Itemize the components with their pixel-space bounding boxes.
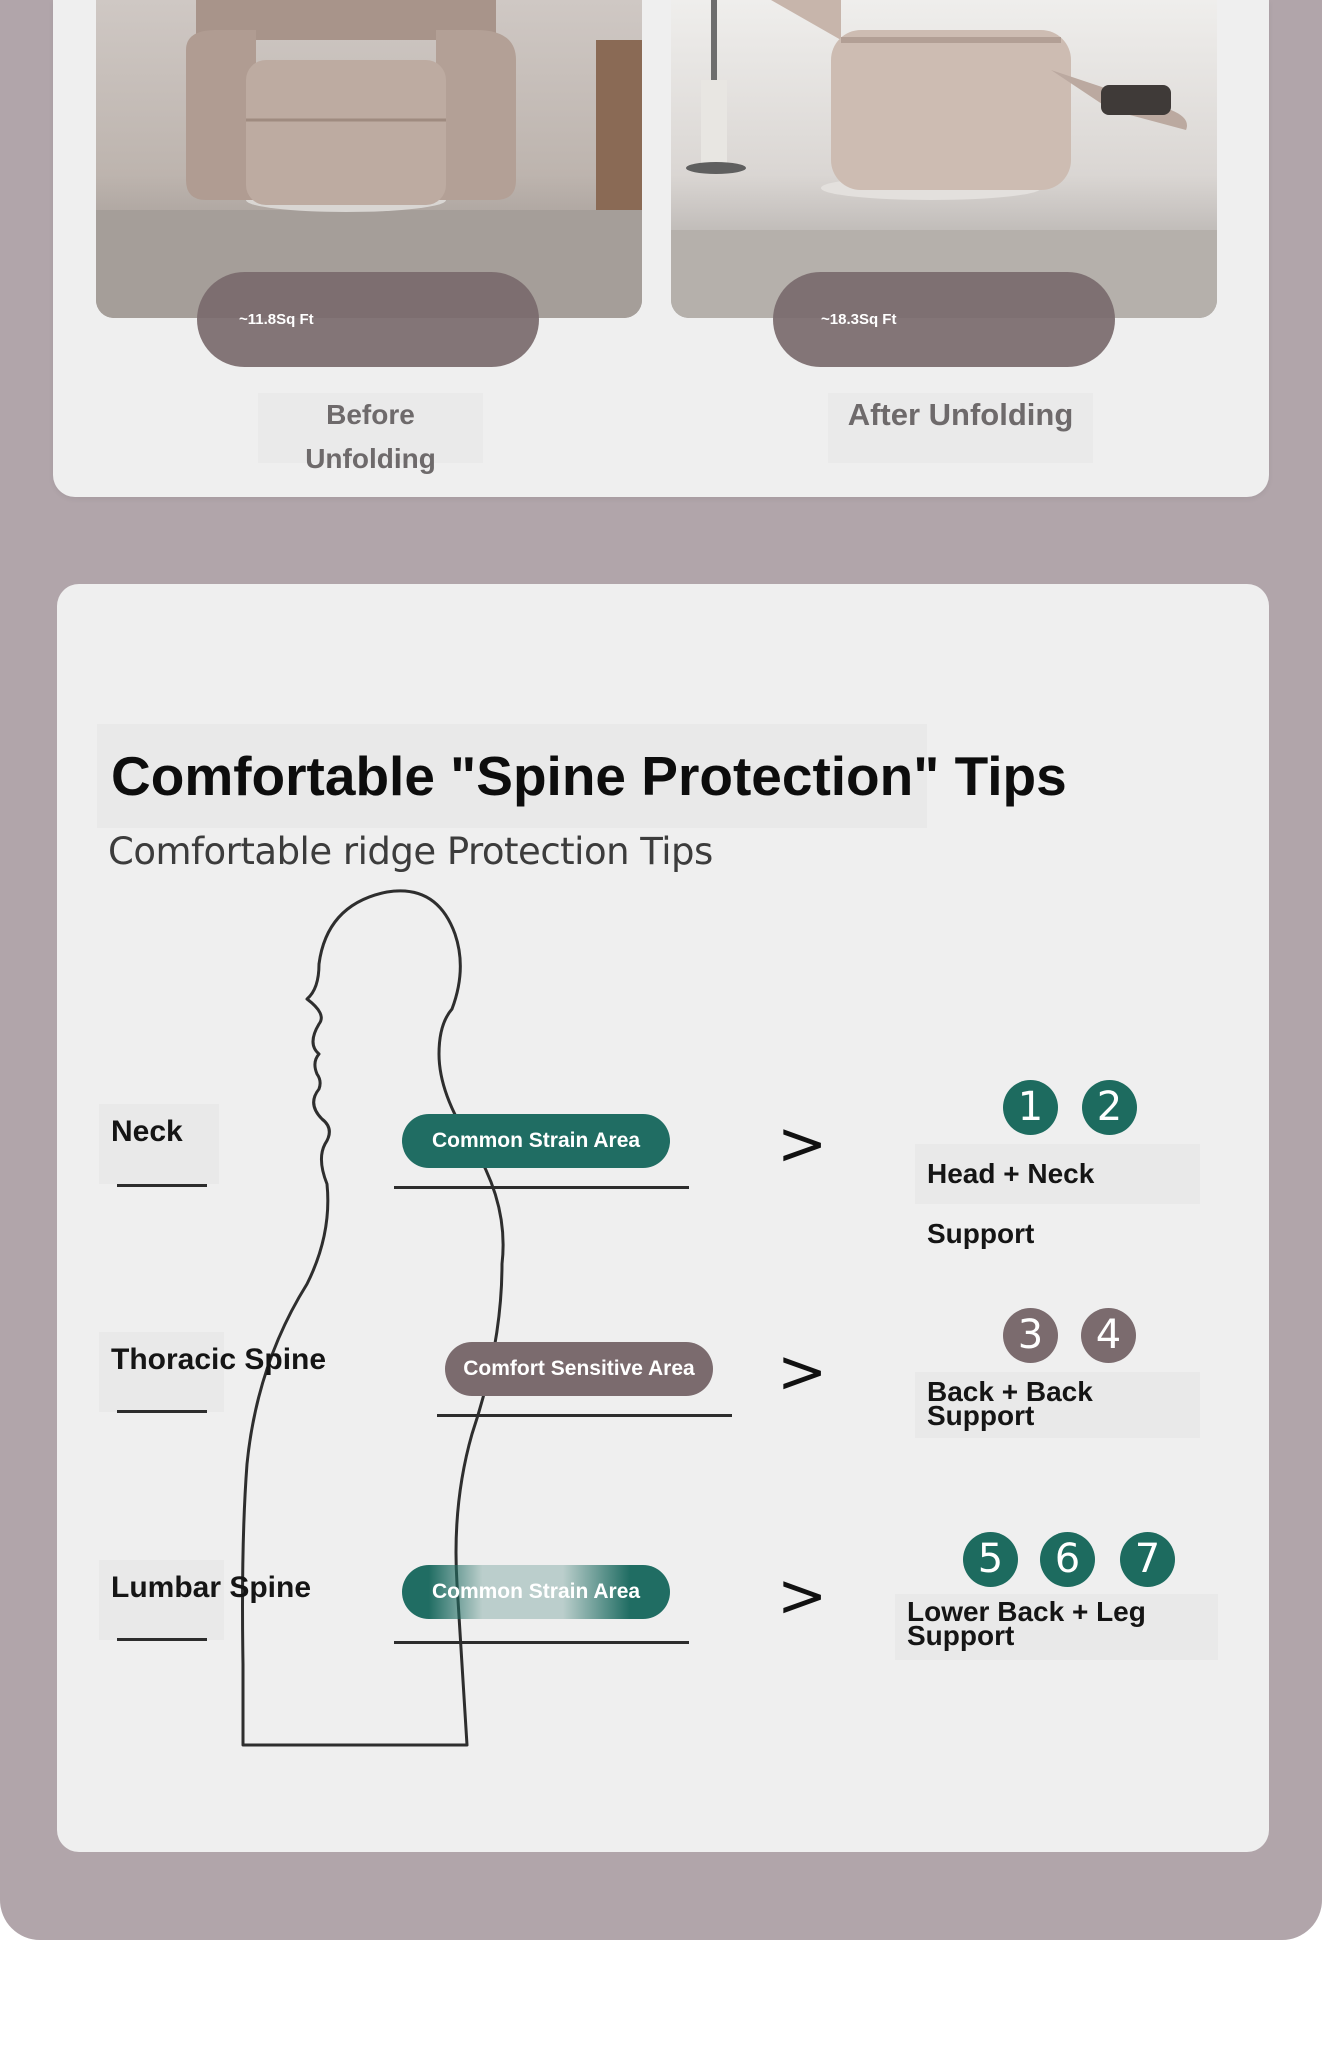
number-badge-6: 6 bbox=[1040, 1532, 1095, 1587]
number-badge-1: 1 bbox=[1003, 1080, 1058, 1135]
back-support-label: Back + Back Support bbox=[915, 1372, 1200, 1438]
number-badge-7: 7 bbox=[1120, 1532, 1175, 1587]
lumbar-area-underline bbox=[394, 1641, 689, 1644]
thoracic-area-underline bbox=[437, 1414, 732, 1417]
lumbar-arrow-icon: > bbox=[777, 1561, 828, 1631]
lower-back-leg-support-label: Lower Back + Leg Support bbox=[895, 1594, 1218, 1660]
neck-arrow-icon: > bbox=[777, 1109, 828, 1179]
neck-area-underline bbox=[394, 1186, 689, 1189]
lumbar-area-badge: Common Strain Area bbox=[402, 1565, 670, 1619]
number-badge-4: 4 bbox=[1081, 1308, 1136, 1363]
head-neck-support-label: Head + Neck Support bbox=[915, 1144, 1200, 1249]
neck-label: Neck bbox=[99, 1104, 219, 1184]
lower-back-support-line-1: Lower Back + Leg bbox=[907, 1596, 1146, 1627]
recliner-folded-illustration bbox=[96, 0, 642, 318]
back-support-line-1: Back + Back bbox=[927, 1376, 1093, 1407]
recliner-folded-photo bbox=[96, 0, 642, 318]
folded-area-badge: ~11.8Sq Ft bbox=[197, 272, 539, 367]
spine-tips-subtitle: Comfortable ridge Protection Tips bbox=[108, 830, 713, 873]
before-unfolding-label: Before Unfolding bbox=[305, 399, 436, 474]
neck-area-badge: Common Strain Area bbox=[402, 1114, 670, 1168]
folding-comparison-card: ~11.8Sq Ft ~18.3Sq Ft Before Unfolding A… bbox=[53, 0, 1269, 497]
page-background: ~11.8Sq Ft ~18.3Sq Ft Before Unfolding A… bbox=[0, 0, 1322, 1940]
thoracic-arrow-icon: > bbox=[777, 1337, 828, 1407]
human-silhouette-figure bbox=[241, 889, 505, 1747]
unfolded-area-badge: ~18.3Sq Ft bbox=[773, 272, 1115, 367]
spine-protection-card: Comfortable "Spine Protection" Tips Comf… bbox=[57, 584, 1269, 1852]
thoracic-spine-label: Thoracic Spine bbox=[99, 1332, 326, 1412]
spine-tips-title: Comfortable "Spine Protection" Tips bbox=[97, 724, 1067, 828]
thoracic-area-badge: Comfort Sensitive Area bbox=[445, 1342, 713, 1396]
recliner-unfolded-illustration bbox=[671, 0, 1217, 318]
number-badge-5: 5 bbox=[963, 1532, 1018, 1587]
after-unfolding-label: After Unfolding bbox=[847, 397, 1074, 432]
number-badge-2: 2 bbox=[1082, 1080, 1137, 1135]
number-badge-3: 3 bbox=[1003, 1308, 1058, 1363]
neck-underline bbox=[117, 1184, 207, 1187]
back-support-line-2: Support bbox=[927, 1400, 1035, 1431]
lumbar-spine-label: Lumbar Spine bbox=[99, 1560, 311, 1640]
recliner-unfolded-photo bbox=[671, 0, 1217, 318]
thoracic-underline bbox=[117, 1410, 207, 1413]
lower-back-support-line-2: Support bbox=[907, 1620, 1015, 1651]
lumbar-underline bbox=[117, 1638, 207, 1641]
